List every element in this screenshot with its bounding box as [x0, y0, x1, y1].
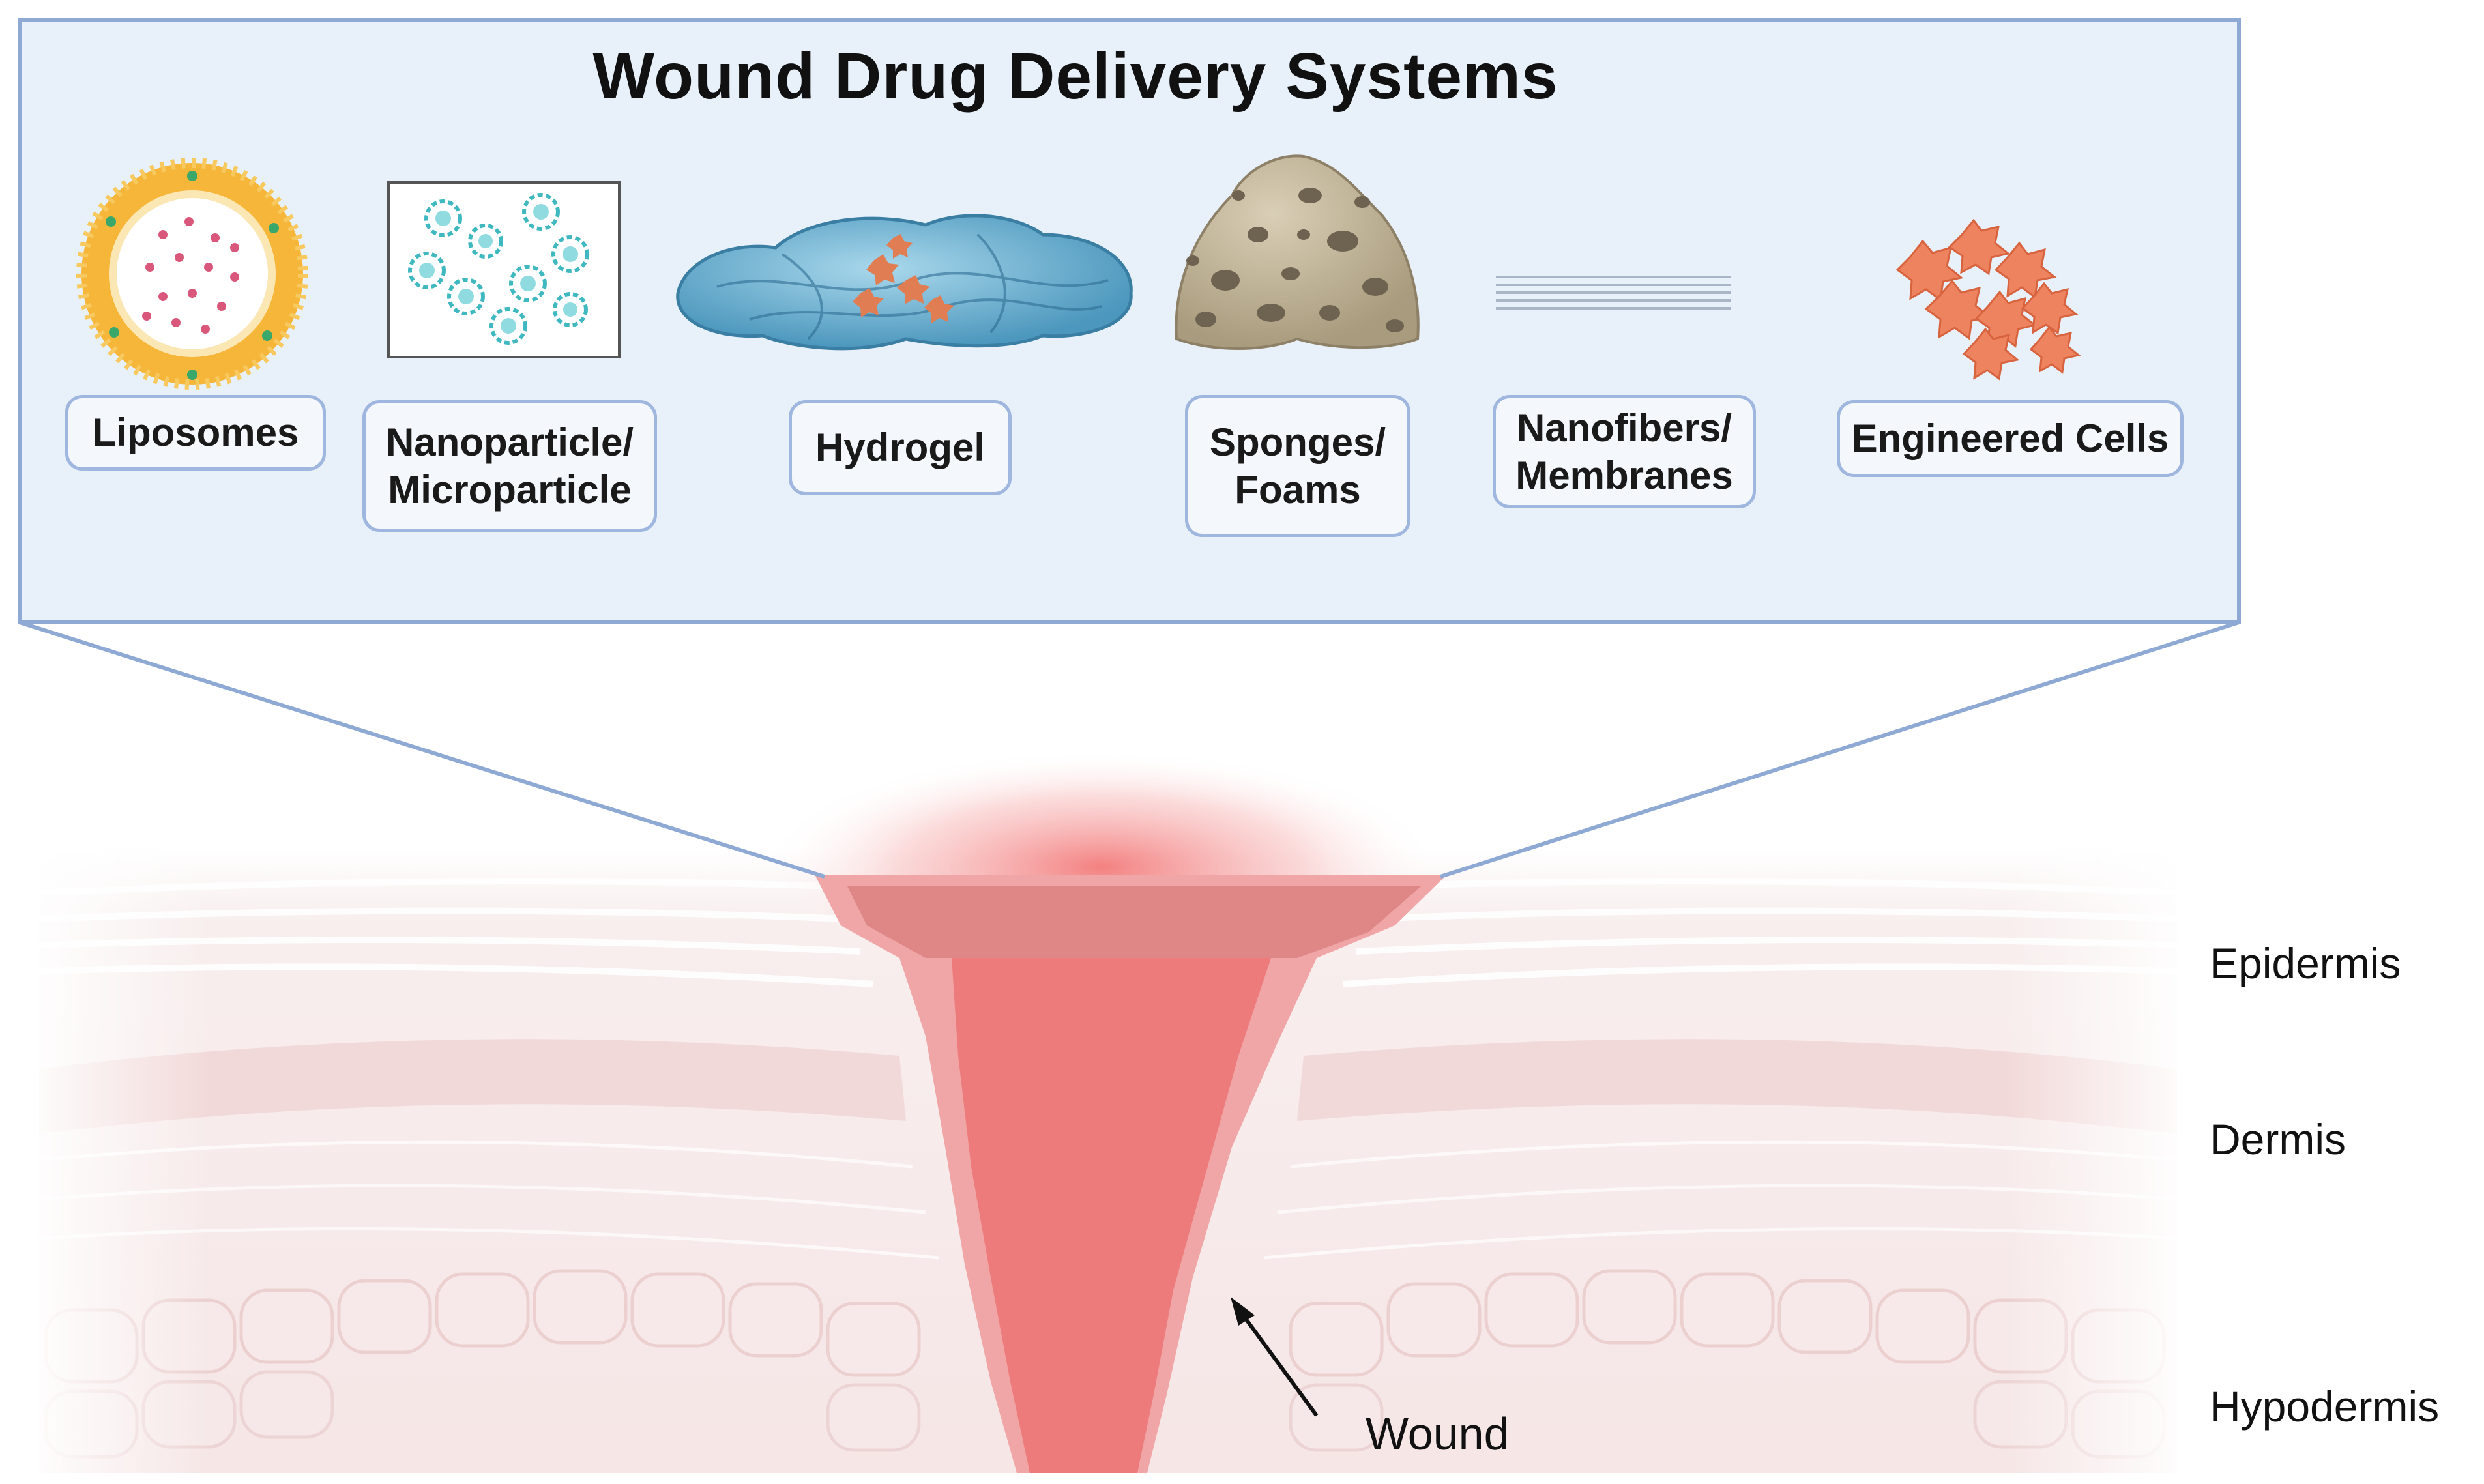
zoom-connector-lines: [19, 620, 2240, 879]
label-nanoparticle-microparticle: Nanoparticle/ Microparticle: [362, 400, 657, 532]
label-hydrogel: Hydrogel: [789, 400, 1012, 495]
hydrogel-icon: [676, 214, 1133, 351]
label-hypodermis: Hypodermis: [2210, 1382, 2440, 1431]
nanoparticle-icon: [387, 181, 621, 358]
label-wound: Wound: [1366, 1408, 1510, 1459]
panel-title: Wound Drug Delivery Systems: [592, 40, 1558, 113]
label-engineered-cells: Engineered Cells: [1837, 400, 2184, 477]
label-dermis: Dermis: [2210, 1115, 2346, 1163]
wound-region: [763, 749, 1447, 1473]
label-epidermis: Epidermis: [2210, 939, 2401, 987]
wound-arrow: [1231, 1297, 1319, 1417]
label-sponges-foams: Sponges/ Foams: [1185, 395, 1410, 537]
liposome-icon: [76, 158, 308, 390]
engineered-cells-icon: [1895, 218, 2081, 381]
label-liposomes: Liposomes: [65, 395, 326, 471]
label-nanofibers-membranes: Nanofibers/ Membranes: [1493, 395, 1756, 508]
sponge-icon: [1175, 154, 1420, 350]
nanofiber-icon: [1496, 276, 1731, 310]
